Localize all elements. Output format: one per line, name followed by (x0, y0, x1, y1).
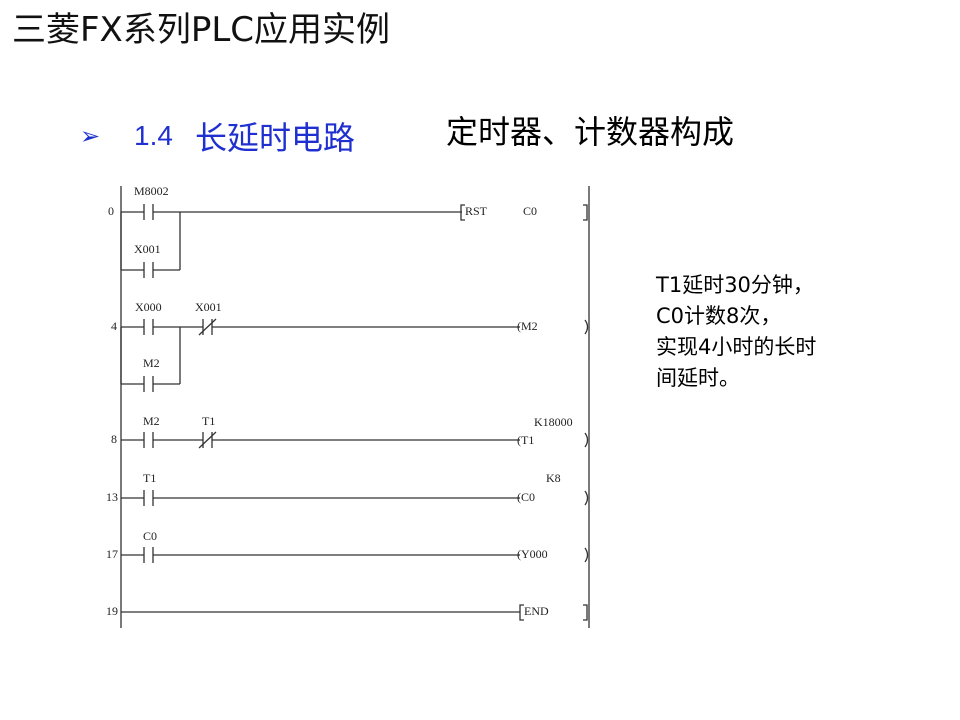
instruction-box-left-icon (519, 604, 524, 621)
note-line: 实现4小时的长时 (656, 335, 817, 359)
rung-13: 13 T1 K8 (C0 (106, 471, 589, 506)
page-title: 三菱FX系列PLC应用实例 (12, 10, 391, 50)
contact-label: X000 (135, 300, 162, 314)
no-contact-icon (143, 490, 154, 506)
coil-label: (C0 (517, 490, 535, 504)
contact-label: T1 (202, 414, 215, 428)
section-subtitle: 定时器、计数器构成 (446, 113, 735, 151)
step-number: 17 (106, 547, 118, 561)
setting-value: K18000 (534, 415, 573, 429)
note-line: 间延时。 (656, 366, 740, 390)
instruction-name: RST (465, 204, 488, 218)
contact-label: X001 (134, 242, 161, 256)
no-contact-icon (143, 262, 154, 278)
ladder-diagram: 0 M8002 X001 RST C0 4 X000 X001 (106, 184, 590, 628)
instruction-name: END (524, 604, 549, 618)
step-number: 0 (108, 204, 114, 218)
rung-17: 17 C0 (Y000 (106, 529, 589, 563)
note-line: T1延时30分钟， (656, 273, 814, 297)
contact-label: M2 (143, 356, 160, 370)
contact-label: M8002 (134, 184, 169, 198)
coil-label: (Y000 (517, 547, 548, 561)
step-number: 19 (106, 604, 118, 618)
rung-0: 0 M8002 X001 RST C0 (108, 184, 588, 278)
contact-label: T1 (143, 471, 156, 485)
no-contact-icon (143, 432, 154, 448)
coil-label: (M2 (517, 319, 538, 333)
coil-right-icon (584, 432, 589, 448)
coil-right-icon (584, 490, 589, 506)
note-line: C0计数8次， (656, 304, 782, 328)
instruction-box-right-icon (583, 604, 588, 621)
no-contact-icon (143, 204, 154, 220)
coil-right-icon (584, 319, 589, 335)
contact-label: C0 (143, 529, 157, 543)
no-contact-icon (143, 319, 154, 335)
no-contact-icon (143, 376, 154, 392)
instruction-operand: C0 (523, 204, 537, 218)
instruction-box-left-icon (460, 204, 465, 221)
no-contact-icon (143, 547, 154, 563)
setting-value: K8 (546, 471, 561, 485)
instruction-box-right-icon (583, 204, 588, 221)
step-number: 13 (106, 490, 118, 504)
section-number: 1.4 (134, 120, 173, 151)
rung-4: 4 X000 X001 M2 (M2 (111, 300, 589, 392)
step-number: 8 (111, 432, 117, 446)
contact-label: M2 (143, 414, 160, 428)
explanation-note: T1延时30分钟， C0计数8次， 实现4小时的长时 间延时。 (656, 270, 816, 394)
section-title: 长延时电路 (194, 119, 355, 157)
section-heading: ➢ 1.4 长延时电路 (80, 112, 355, 160)
step-number: 4 (111, 319, 117, 333)
coil-right-icon (584, 547, 589, 563)
rung-19: 19 END (106, 604, 588, 621)
rung-8: 8 M2 T1 K18000 (T1 (111, 414, 589, 449)
coil-label: (T1 (517, 433, 534, 447)
contact-label: X001 (195, 300, 222, 314)
bullet-arrow-icon: ➢ (80, 122, 101, 150)
